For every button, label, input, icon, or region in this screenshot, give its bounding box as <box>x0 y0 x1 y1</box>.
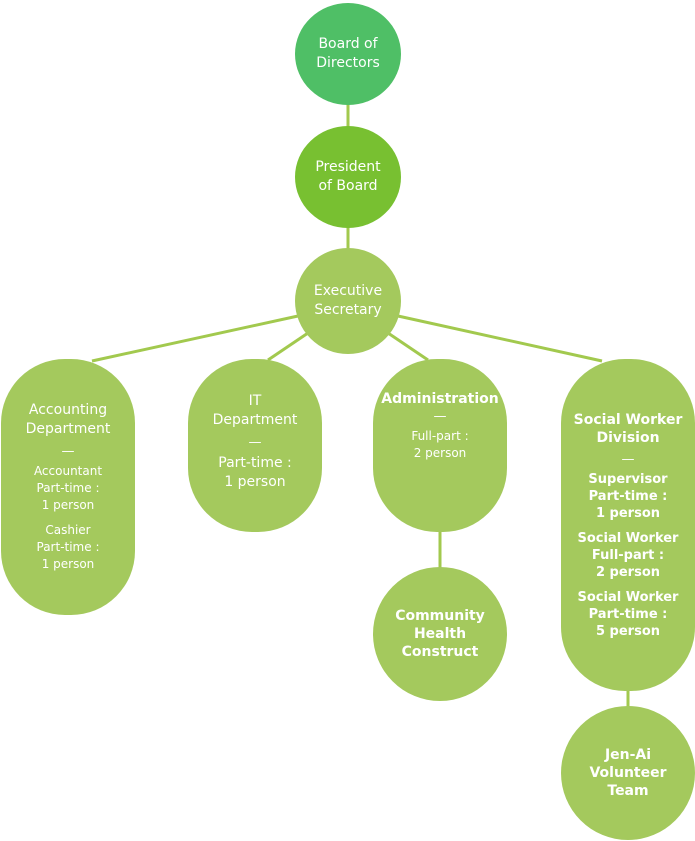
supervisor-role-count: 1 person <box>595 505 661 521</box>
executive-label-line2: Secretary <box>314 302 382 318</box>
administration-title: Administration <box>381 391 499 407</box>
social-title-line1: Social Worker <box>573 411 683 428</box>
president-label-line1: President <box>315 159 381 175</box>
volunteer-label-line2: Volunteer <box>589 765 667 781</box>
administration-role-count: 2 person <box>413 446 467 460</box>
connector-executive-accounting <box>91 314 299 363</box>
it-department-node: IT Department — Part-time : 1 person <box>188 359 322 532</box>
social-worker-fulltime-role-type: Full-part : <box>591 547 665 563</box>
supervisor-role-name: Supervisor <box>588 471 668 487</box>
connector-executive-it <box>267 331 309 362</box>
executive-secretary-node: Executive Secretary <box>295 248 401 354</box>
volunteer-label-line1: Jen-Ai <box>604 747 652 763</box>
social-title-line2: Division <box>596 429 660 446</box>
administration-role-type: Full-part : <box>411 429 469 443</box>
social-worker-division-node: Social Worker Division — Supervisor Part… <box>561 359 695 691</box>
accounting-separator: — <box>61 444 75 459</box>
community-label-line1: Community <box>395 608 485 624</box>
cashier-role-name: Cashier <box>45 523 91 537</box>
connector-executive-administration <box>387 331 429 362</box>
cashier-role-type: Part-time : <box>36 540 100 554</box>
supervisor-role-type: Part-time : <box>588 488 668 504</box>
accountant-role-count: 1 person <box>41 498 95 512</box>
accountant-role-name: Accountant <box>33 464 103 478</box>
social-worker-parttime-role-count: 5 person <box>595 623 661 639</box>
it-role-type: Part-time : <box>218 455 292 471</box>
it-title-line1: IT <box>248 393 262 409</box>
community-label-line2: Health <box>413 626 467 642</box>
administration-separator: — <box>433 409 447 424</box>
social-worker-fulltime-role-name: Social Worker <box>577 530 679 546</box>
accounting-department-node: Accounting Department — Accountant Part-… <box>1 359 135 615</box>
volunteer-label-line3: Team <box>607 783 649 799</box>
social-worker-fulltime-role-count: 2 person <box>595 564 661 580</box>
it-title-line2: Department <box>212 412 298 428</box>
community-label-line3: Construct <box>401 644 479 660</box>
president-of-board-node: President of Board <box>295 126 401 228</box>
accountant-role-type: Part-time : <box>36 481 100 495</box>
president-label-line2: of Board <box>318 178 378 194</box>
jen-ai-volunteer-team-node: Jen-Ai Volunteer Team <box>561 706 695 840</box>
community-health-construct-node: Community Health Construct <box>373 567 507 701</box>
board-label-line2: Directors <box>316 55 380 71</box>
it-role-count: 1 person <box>224 474 286 490</box>
board-label-line1: Board of <box>318 36 378 52</box>
it-separator: — <box>248 435 262 450</box>
social-separator: — <box>621 451 635 467</box>
social-worker-parttime-role-type: Part-time : <box>588 606 668 622</box>
connector-executive-social <box>397 314 603 363</box>
board-of-directors-node: Board of Directors <box>295 3 401 105</box>
accounting-title-line2: Department <box>25 421 111 437</box>
executive-label-line1: Executive <box>313 283 383 299</box>
cashier-role-count: 1 person <box>41 557 95 571</box>
social-worker-parttime-role-name: Social Worker <box>577 589 679 605</box>
administration-node: Administration — Full-part : 2 person <box>373 359 507 532</box>
accounting-title-line1: Accounting <box>28 402 108 418</box>
